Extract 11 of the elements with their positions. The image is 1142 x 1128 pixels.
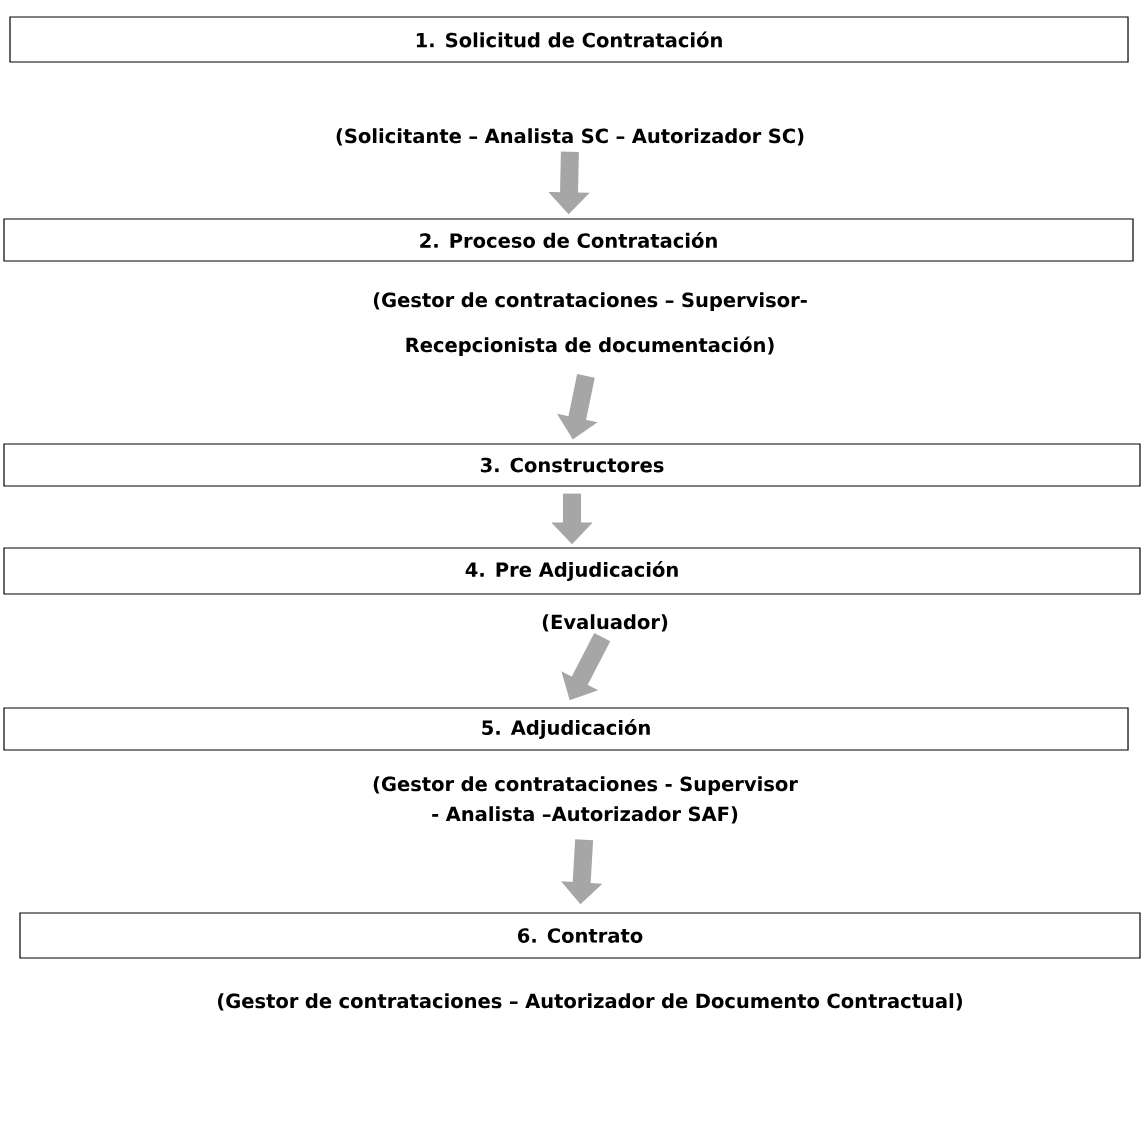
role-text: (Gestor de contrataciones - Supervisor - Analista –Autorizador SAF) bbox=[373, 776, 798, 824]
process-box: 6. Contrato bbox=[19, 912, 1141, 959]
process-box: 3. Constructores bbox=[3, 443, 1141, 487]
process-box: 1. Solicitud de Contratación bbox=[9, 16, 1129, 63]
process-box: 4. Pre Adjudicación bbox=[3, 547, 1141, 595]
role-text: (Gestor de contrataciones – Autorizador de Documento Contractual) bbox=[218, 993, 962, 1011]
role-text: (Gestor de contrataciones – Supervisor- Recepcionista de documentación) bbox=[373, 292, 807, 357]
role-text: (Evaluador) bbox=[542, 614, 668, 632]
process-box: 5. Adjudicación bbox=[3, 707, 1129, 751]
process-box: 2. Proceso de Contratación bbox=[3, 218, 1134, 262]
role-text: (Solicitante – Analista SC – Autorizador SC) bbox=[336, 128, 804, 146]
